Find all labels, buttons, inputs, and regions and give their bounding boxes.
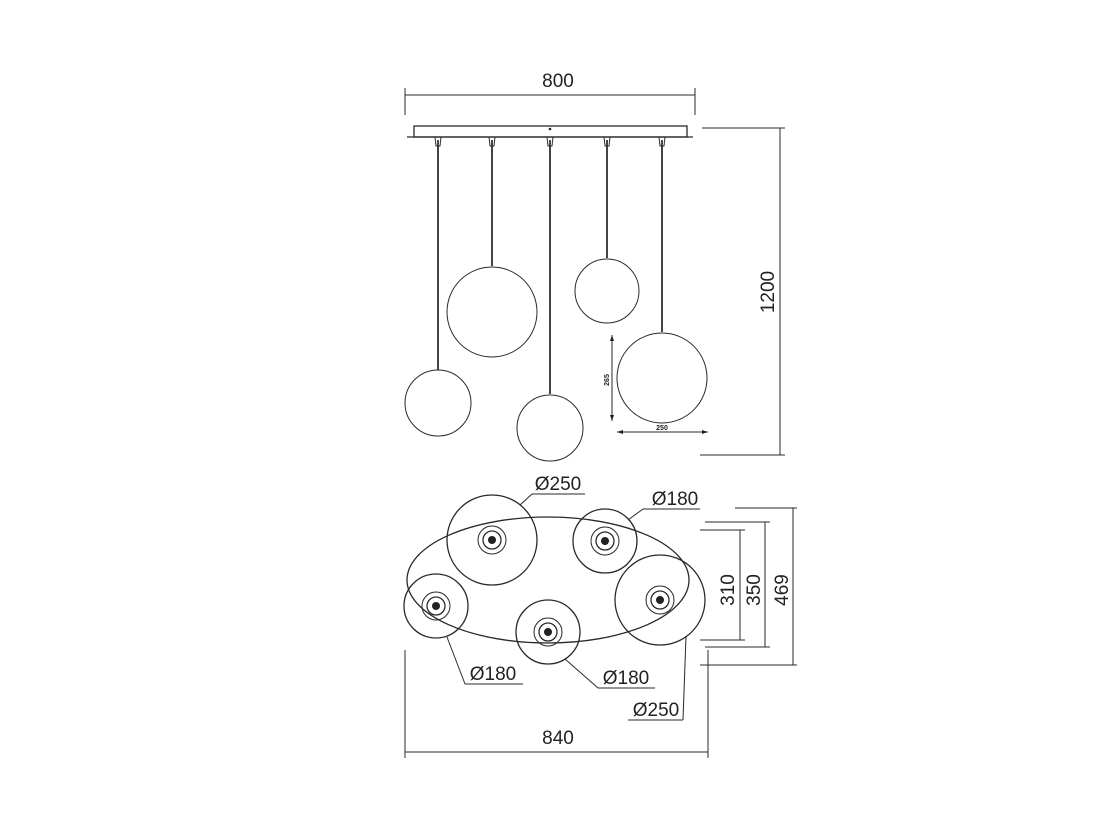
top-width-label: 840 [542,728,574,749]
globe-height-label: 265 [604,374,611,386]
globe-top-b [572,508,638,574]
width-dimension: 800 [404,71,696,115]
globe-top-d [515,599,581,665]
canopy-outline [406,516,690,644]
height-label: 1200 [758,271,779,313]
globe-dimensions: 265 250 [604,335,708,434]
globe-top-e [614,554,706,646]
top-view: Ø250 Ø180 Ø180 Ø180 Ø250 840 310 350 [403,474,797,758]
diameter-callouts: Ø250 Ø180 Ø180 Ø180 Ø250 [446,474,700,721]
diameter-label: Ø250 [535,474,581,495]
width-dimension-840: 840 [404,650,709,758]
depth-label: 350 [744,574,765,606]
pendant-5 [616,136,708,424]
height-dimension: 1200 [700,127,785,456]
depth-dimensions: 310 350 469 [700,507,797,666]
pendant-4 [574,136,640,324]
diameter-label: Ø250 [633,700,679,721]
diameter-label: Ø180 [652,489,698,510]
front-view: 800 1200 [404,71,785,462]
depth-label: 469 [772,574,793,606]
width-label: 800 [542,71,574,92]
globe-top-a [446,494,538,586]
globe-top-c [403,573,469,639]
diameter-label: Ø180 [603,668,649,689]
depth-label: 310 [718,574,739,606]
canopy [407,125,693,138]
pendant-3 [516,136,584,462]
diameter-label: Ø180 [470,664,516,685]
globe-width-label: 250 [656,425,668,432]
pendant-1 [404,136,472,437]
pendant-2 [446,136,538,358]
